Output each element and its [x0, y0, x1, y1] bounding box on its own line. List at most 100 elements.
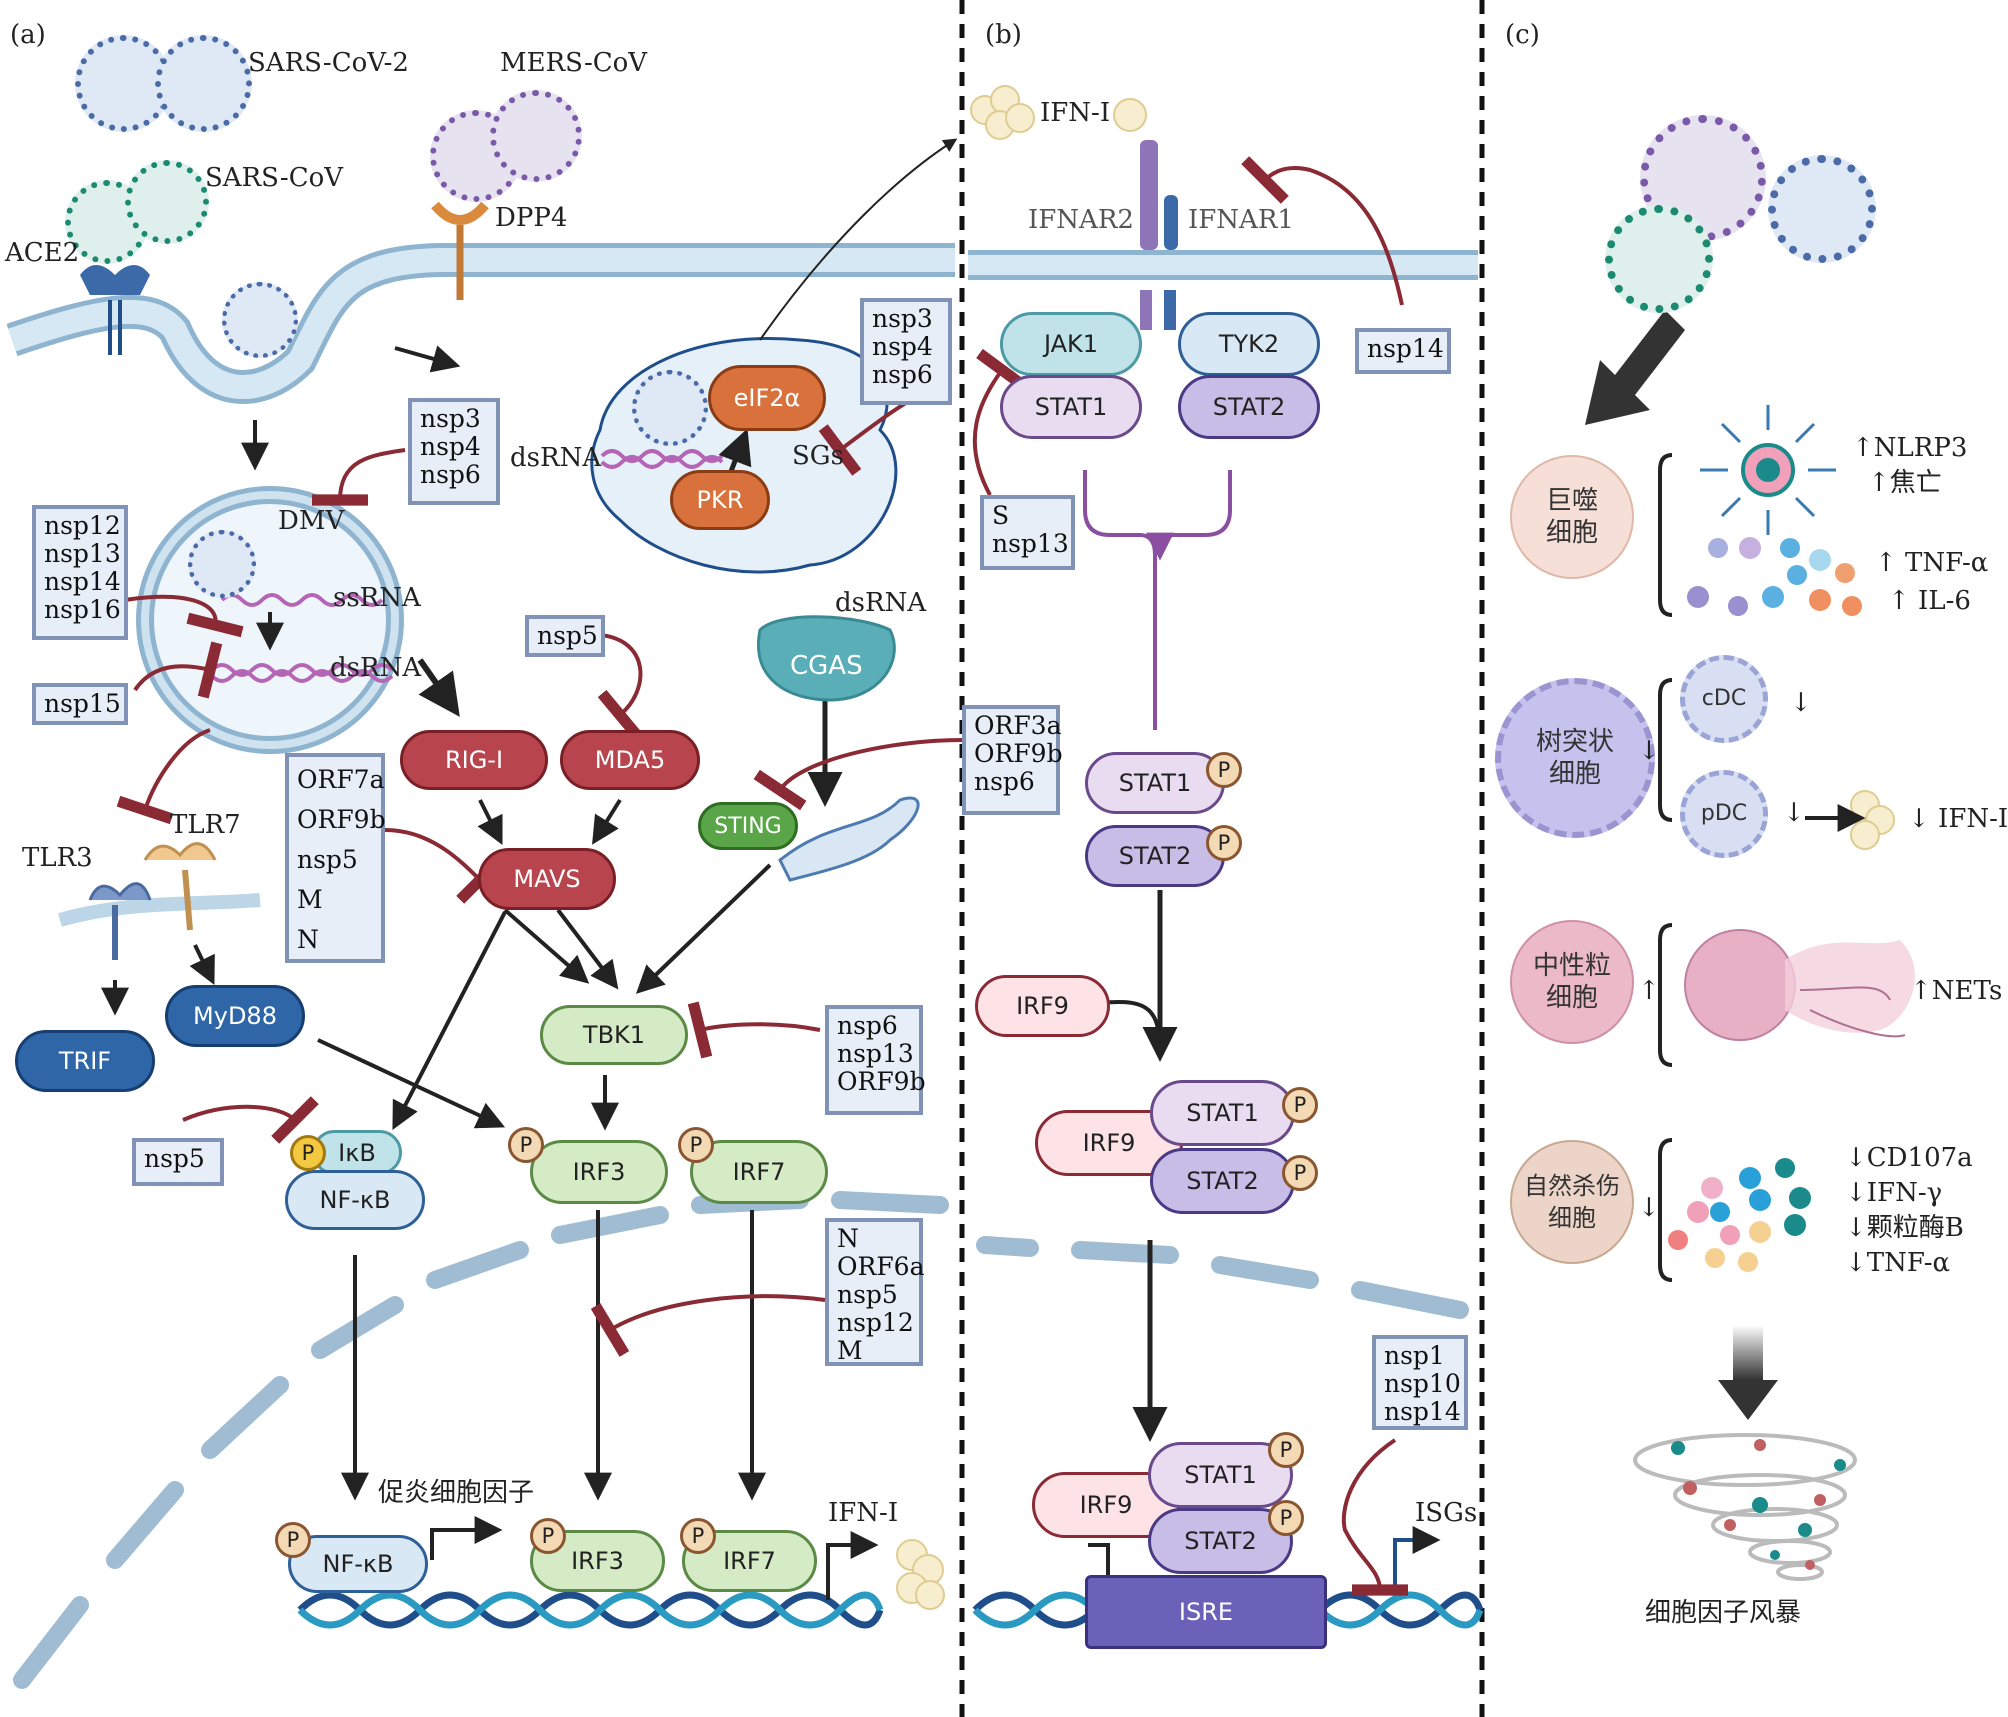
inhibitor-box-nsp12-16: nsp12 nsp13 nsp14 nsp16 [32, 505, 128, 640]
dsrna-pkr-label: dsRNA [510, 443, 602, 473]
inhibitor-box-orf3a: ORF3a ORF9b nsp6 [962, 705, 1063, 815]
stat-merge-arrow [1083, 470, 1232, 730]
phospho-badge-irf7-nuc: P [680, 1518, 716, 1554]
dsrna-cgas-label: dsRNA [835, 588, 927, 618]
tlr3-receptor [58, 882, 261, 960]
ifn-i-spheres-bottom [896, 1539, 945, 1610]
ace2-label: ACE2 [5, 238, 80, 268]
dpp4-receptor [431, 201, 489, 300]
isgs-arrow [1393, 1526, 1441, 1595]
phospho-badge-stat2: P [1206, 825, 1242, 861]
pyroptosis-effect: ↑焦亡 [1868, 468, 1942, 498]
phospho-badge-stat2-nuc: P [1268, 1500, 1304, 1536]
ifn-i-down-effect: ↓ IFN-I [1908, 804, 2008, 834]
cytokine-dots-nk [1668, 1158, 1811, 1272]
nuclear-envelope [13, 1191, 1469, 1689]
stat1-complex-node: STAT1 [1150, 1080, 1295, 1146]
granule-virus-icon [632, 370, 708, 446]
tlr7-label: TLR7 [170, 810, 241, 840]
nets-graphic [1684, 929, 1915, 1041]
inhibitor-box-s-nsp13: S nsp13 [980, 495, 1075, 570]
phospho-badge-nfkb: P [275, 1522, 311, 1558]
tnf-up-effect: ↑ TNF-α [1875, 548, 1989, 578]
tyk2-node: TYK2 [1178, 312, 1320, 376]
inhibitor-box-nsp5-ikb: nsp5 [132, 1138, 224, 1186]
dendritic-cell: 树突状 细胞 [1495, 678, 1655, 838]
er-membrane [778, 796, 920, 882]
panel-b-label: (b) [985, 20, 1022, 50]
dna-a [297, 1591, 884, 1629]
stat1-node-jak: STAT1 [1000, 375, 1142, 439]
panel-c-arrows [1585, 310, 1778, 1420]
macrophage-cell: 巨噬 细胞 [1510, 455, 1634, 579]
stat2-complex-node: STAT2 [1150, 1148, 1295, 1214]
tlr7-receptor [143, 842, 217, 931]
ssrna-label: ssRNA [333, 583, 421, 613]
pdc-down-effect: ↓ [1783, 798, 1805, 828]
tbk1-node: TBK1 [540, 1005, 688, 1065]
cdc-down-effect: ↓ [1790, 688, 1812, 718]
isre-element: ISRE [1085, 1575, 1327, 1649]
phospho-badge-ikb: P [290, 1135, 326, 1171]
rig-i-node: RIG-I [400, 730, 548, 790]
panel-a-label: (a) [10, 20, 46, 50]
dsrna-dmv-label: dsRNA [330, 653, 422, 683]
cd107a-effect: ↓CD107a [1845, 1143, 1973, 1173]
phospho-badge-stat1-nuc: P [1268, 1432, 1304, 1468]
cytokine-dots-macrophage [1687, 537, 1862, 616]
cdc-cell: cDC [1680, 655, 1768, 743]
ifn-i-top-label: IFN-I [1040, 98, 1111, 128]
stat2-p-node: STAT2 [1085, 825, 1225, 887]
cytokine-storm-graphic [1633, 1433, 1857, 1581]
inhibition-lines [116, 156, 1409, 1596]
phospho-badge-irf3-nuc: P [530, 1518, 566, 1554]
nfkb-nuclear-node: NF-κB [288, 1535, 428, 1593]
dc-down-effect: ↓ [1638, 736, 1660, 766]
nfkb-node: NF-κB [285, 1170, 425, 1230]
phospho-badge-stat1: P [1206, 752, 1242, 788]
sgs-label: SGs [792, 441, 844, 471]
stat1-p-node: STAT1 [1085, 752, 1225, 814]
stat2-node-tyk: STAT2 [1178, 375, 1320, 439]
tlr3-label: TLR3 [22, 843, 93, 873]
trif-node: TRIF [15, 1030, 155, 1092]
eif2a-node: eIF2α [708, 365, 826, 431]
neutrophil-cell: 中性粒 细胞 [1510, 920, 1634, 1044]
ifnar1-label: IFNAR1 [1188, 205, 1294, 235]
cytokine-storm-label: 细胞因子风暴 [1645, 1598, 1802, 1628]
inhibitor-box-nsp15: nsp15 [32, 683, 128, 725]
tnf-down-effect: ↓TNF-α [1845, 1248, 1951, 1278]
inhibitor-box-orf7a: ORF7a ORF9b nsp5 M N [285, 753, 386, 963]
mda5-node: MDA5 [560, 730, 700, 790]
dpp4-label: DPP4 [495, 203, 568, 233]
ikb-node: IκB [312, 1130, 402, 1175]
panel-c-brackets [1658, 453, 1866, 1282]
myd88-node: MyD88 [165, 985, 305, 1047]
pdc-cell: pDC [1680, 770, 1768, 858]
mers-cov-label: MERS-CoV [500, 48, 648, 78]
inhibitor-box-nsp6-tbk1: nsp6 nsp13 ORF9b [825, 1005, 926, 1115]
phospho-badge-stat1-complex: P [1282, 1087, 1318, 1123]
nlrp3-effect: ↑NLRP3 [1852, 433, 1968, 463]
dmv-label: DMV [278, 506, 345, 536]
inhibitor-box-nsp14: nsp14 [1355, 328, 1451, 374]
inhibitor-box-nsp3-4-6-sgs: nsp3 nsp4 nsp6 [860, 298, 952, 405]
phospho-badge-stat2-complex: P [1282, 1155, 1318, 1191]
ifn-i-bottom-label: IFN-I [828, 1498, 899, 1528]
dsrna-pkr-strand [600, 449, 724, 463]
sars-virus-c-icon [1605, 205, 1713, 313]
pyroptosis-graphic [1700, 405, 1836, 535]
sars-cov-virus-icon [125, 160, 209, 244]
cgas-protein [757, 615, 896, 702]
ifnar-receptor [1140, 140, 1178, 330]
irf9-node: IRF9 [975, 975, 1110, 1037]
phospho-badge-irf7: P [678, 1127, 714, 1163]
isgs-label: ISGs [1415, 1498, 1478, 1528]
inhibitor-box-n-orf6a: N ORF6a nsp5 nsp12 M [825, 1218, 924, 1366]
ace2-receptor [80, 265, 150, 355]
dsrna-strand [210, 663, 394, 677]
mers-cov-virus-icon [490, 90, 582, 182]
sars-cov-2-label: SARS-CoV-2 [248, 48, 409, 78]
phospho-badge-irf3: P [508, 1127, 544, 1163]
